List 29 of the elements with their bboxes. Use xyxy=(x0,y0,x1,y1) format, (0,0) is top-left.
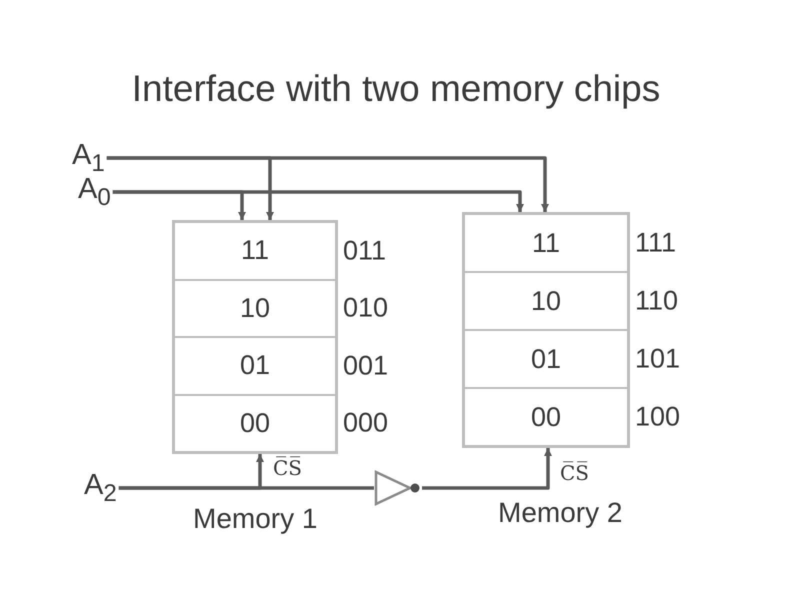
pin-label: C̅S̅ xyxy=(273,456,302,480)
arrow xyxy=(106,156,549,212)
local-address: 10 xyxy=(530,288,562,314)
signal-name: A$_{2}$ xyxy=(84,470,117,506)
local-address: 11 xyxy=(532,230,560,256)
local-address: 10 xyxy=(240,294,270,322)
local-address: 01 xyxy=(240,352,270,380)
local-address: 01 xyxy=(530,346,562,372)
full-address: 100 xyxy=(635,404,680,430)
arrow xyxy=(112,190,524,212)
full-address: 000 xyxy=(343,410,388,437)
full-address: 110 xyxy=(635,288,678,314)
wire xyxy=(118,486,374,490)
full-address: 101 xyxy=(635,346,680,372)
title: Interface with two memory chips xyxy=(132,68,660,109)
full-address: 011 xyxy=(343,237,386,264)
pin-label: C̅S̅ xyxy=(560,461,590,485)
signal-name: A$_{0}$ xyxy=(78,174,111,210)
local-address: 00 xyxy=(530,404,562,430)
full-address: 010 xyxy=(343,294,388,322)
full-address: 001 xyxy=(343,352,388,380)
arrow xyxy=(422,448,552,490)
full-address: 111 xyxy=(635,230,676,256)
local-address: 11 xyxy=(240,237,270,264)
signal-name: A$_{1}$ xyxy=(72,140,105,176)
chip-caption: Memory 1 xyxy=(193,504,318,535)
local-address: 00 xyxy=(240,410,270,437)
chip-caption: Memory 2 xyxy=(498,498,622,529)
inverter-symbol xyxy=(374,470,420,506)
